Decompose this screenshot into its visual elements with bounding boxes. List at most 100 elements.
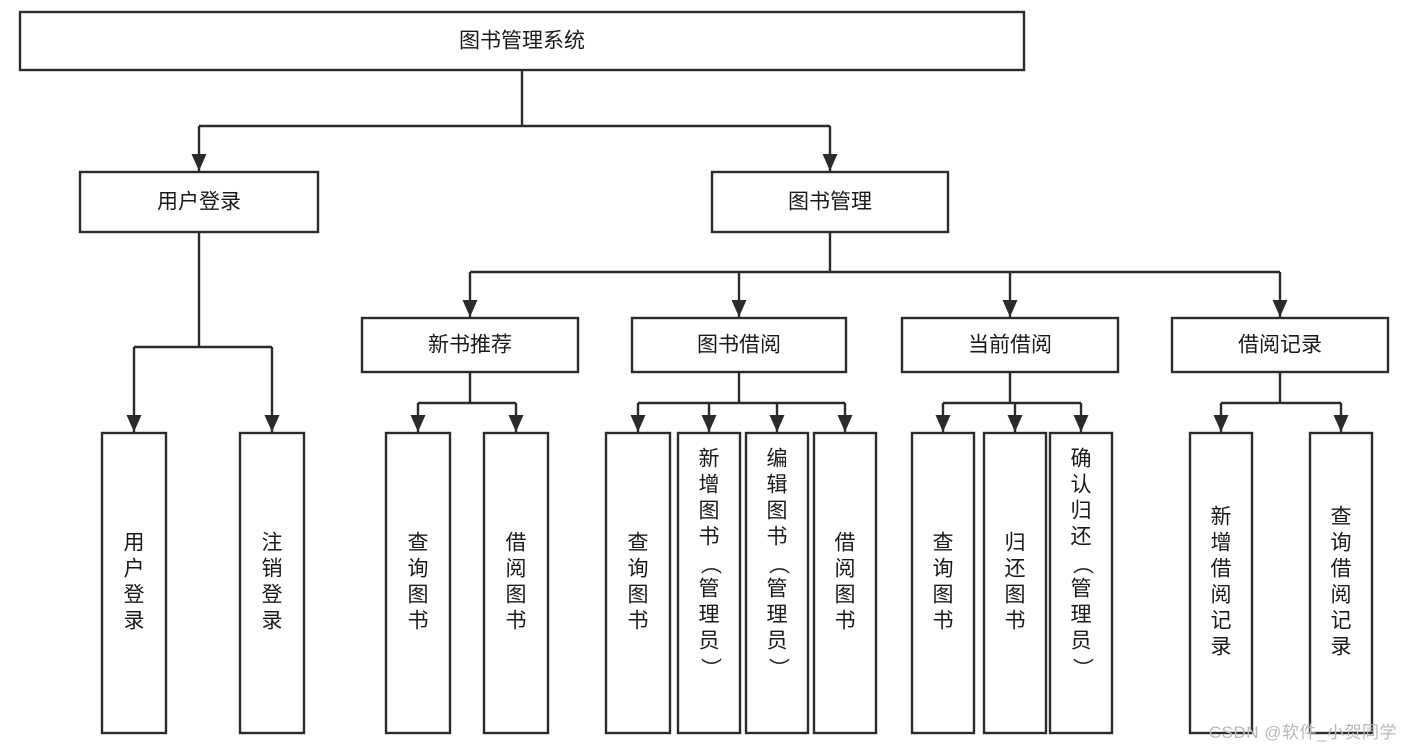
svg-text:归: 归 [1071, 500, 1092, 523]
svg-text:管: 管 [767, 578, 788, 601]
svg-text:归: 归 [1005, 532, 1026, 555]
node-box-leaf-query-book-1 [384, 431, 452, 735]
svg-text:增: 增 [699, 474, 720, 497]
arrow-head-icon [769, 415, 785, 432]
svg-text:销: 销 [262, 558, 283, 581]
arrow-head-icon [1272, 300, 1288, 317]
svg-text:书: 书 [835, 610, 856, 633]
svg-text:查: 查 [628, 532, 649, 555]
svg-text:书: 书 [1005, 610, 1026, 633]
svg-text:员: 员 [699, 630, 720, 653]
node-box-current-borrow [900, 316, 1120, 374]
svg-text:图: 图 [1005, 584, 1026, 607]
svg-text:还: 还 [1005, 558, 1026, 581]
svg-text:编: 编 [767, 448, 788, 471]
svg-text:书: 书 [408, 610, 429, 633]
node-new-book-rec[interactable]: 新书推荐 [360, 316, 580, 374]
svg-text:管: 管 [1071, 578, 1092, 601]
svg-text:书: 书 [767, 526, 788, 549]
nodes-layer: 图书管理系统用户登录图书管理新书推荐图书借阅当前借阅借阅记录用户登录注销登录查询… [18, 10, 1390, 735]
node-box-borrow-record [1170, 316, 1390, 374]
arrow-head-icon [462, 300, 478, 317]
svg-text:录: 录 [262, 610, 283, 633]
node-box-leaf-add-book [676, 431, 742, 735]
svg-text:书: 书 [699, 526, 720, 549]
node-box-leaf-edit-book [744, 431, 810, 735]
svg-text:借: 借 [835, 532, 856, 555]
node-box-leaf-confirm-return [1048, 431, 1114, 735]
node-book-borrow[interactable]: 图书借阅 [630, 316, 848, 374]
node-user-login[interactable]: 用户登录 [78, 170, 320, 234]
svg-text:（: （ [766, 554, 789, 575]
node-label-root: 图书管理系统 [459, 30, 585, 53]
arrow-head-icon [935, 415, 951, 432]
svg-text:理: 理 [1071, 604, 1092, 627]
svg-text:图: 图 [408, 584, 429, 607]
node-root[interactable]: 图书管理系统 [18, 10, 1026, 72]
node-box-leaf-query-record [1308, 431, 1374, 735]
node-label-new-book-rec: 新书推荐 [428, 334, 512, 357]
svg-text:户: 户 [124, 558, 145, 581]
svg-text:登: 登 [262, 584, 283, 607]
svg-text:（: （ [1070, 554, 1093, 575]
arrow-head-icon [630, 415, 646, 432]
arrow-head-icon [508, 415, 524, 432]
svg-text:图: 图 [933, 584, 954, 607]
node-label-book-borrow: 图书借阅 [697, 334, 781, 357]
svg-text:录: 录 [124, 610, 145, 633]
node-current-borrow[interactable]: 当前借阅 [900, 316, 1120, 374]
node-box-leaf-borrow-book-2 [812, 431, 878, 735]
svg-text:记: 记 [1331, 610, 1352, 633]
svg-text:新: 新 [1211, 506, 1232, 529]
svg-text:（: （ [698, 554, 721, 575]
node-box-book-borrow [630, 316, 848, 374]
node-label-borrow-record: 借阅记录 [1238, 334, 1322, 357]
node-box-leaf-user-login [100, 431, 168, 735]
svg-text:还: 还 [1071, 526, 1092, 549]
node-label-book-manage: 图书管理 [788, 191, 872, 214]
node-box-leaf-query-book-3 [910, 431, 976, 735]
svg-text:书: 书 [628, 610, 649, 633]
svg-text:图: 图 [506, 584, 527, 607]
svg-text:新: 新 [699, 448, 720, 471]
node-box-leaf-return-book [982, 431, 1048, 735]
svg-text:阅: 阅 [1211, 584, 1232, 607]
svg-text:认: 认 [1071, 474, 1092, 497]
svg-text:书: 书 [506, 610, 527, 633]
connectors-layer [126, 70, 1349, 432]
node-leaf-user-login[interactable]: 用户登录 [100, 431, 168, 735]
svg-text:用: 用 [124, 532, 145, 555]
svg-text:询: 询 [933, 558, 954, 581]
svg-text:登: 登 [124, 584, 145, 607]
svg-text:管: 管 [699, 578, 720, 601]
node-borrow-record[interactable]: 借阅记录 [1170, 316, 1390, 374]
node-book-manage[interactable]: 图书管理 [710, 170, 950, 234]
svg-text:借: 借 [1331, 558, 1352, 581]
node-box-leaf-logout [238, 431, 306, 735]
svg-text:图: 图 [835, 584, 856, 607]
arrow-head-icon [837, 415, 853, 432]
arrow-head-icon [731, 300, 747, 317]
svg-text:阅: 阅 [835, 558, 856, 581]
node-box-new-book-rec [360, 316, 580, 374]
arrow-head-icon [701, 415, 717, 432]
svg-text:员: 员 [767, 630, 788, 653]
arrow-head-icon [1073, 415, 1089, 432]
arrow-head-icon [410, 415, 426, 432]
svg-text:）: ） [698, 658, 721, 679]
